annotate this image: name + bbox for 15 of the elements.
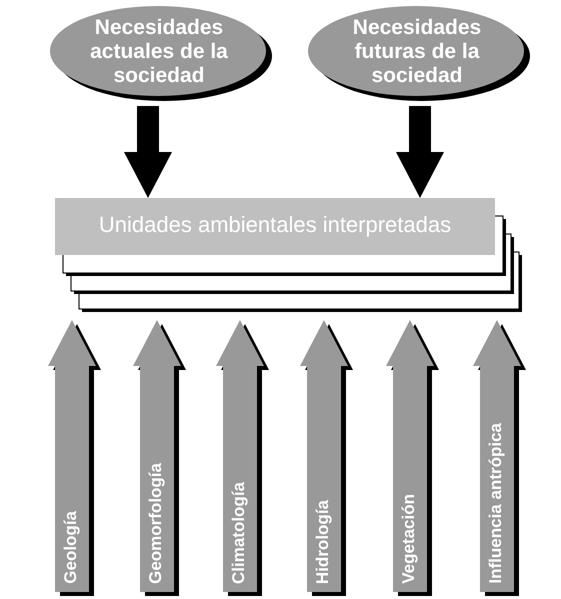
block-arrow bbox=[386, 320, 434, 592]
block-arrow bbox=[133, 320, 181, 592]
block-arrow bbox=[216, 320, 264, 592]
block-arrow bbox=[473, 320, 521, 592]
block-arrow bbox=[48, 320, 96, 592]
edge-label: Influencia antrópica bbox=[486, 423, 506, 584]
edge-label: Geología bbox=[61, 511, 81, 584]
block-arrow bbox=[396, 106, 444, 198]
block-arrow bbox=[300, 320, 348, 592]
edge-label: Geomorfología bbox=[146, 463, 166, 584]
block-arrow bbox=[124, 106, 172, 198]
edge-label: Climatología bbox=[229, 482, 249, 584]
edge-label: Hidrología bbox=[313, 500, 333, 584]
edge-label: Vegetación bbox=[399, 494, 419, 584]
box-label: Unidades ambientales interpretadas bbox=[98, 212, 452, 238]
